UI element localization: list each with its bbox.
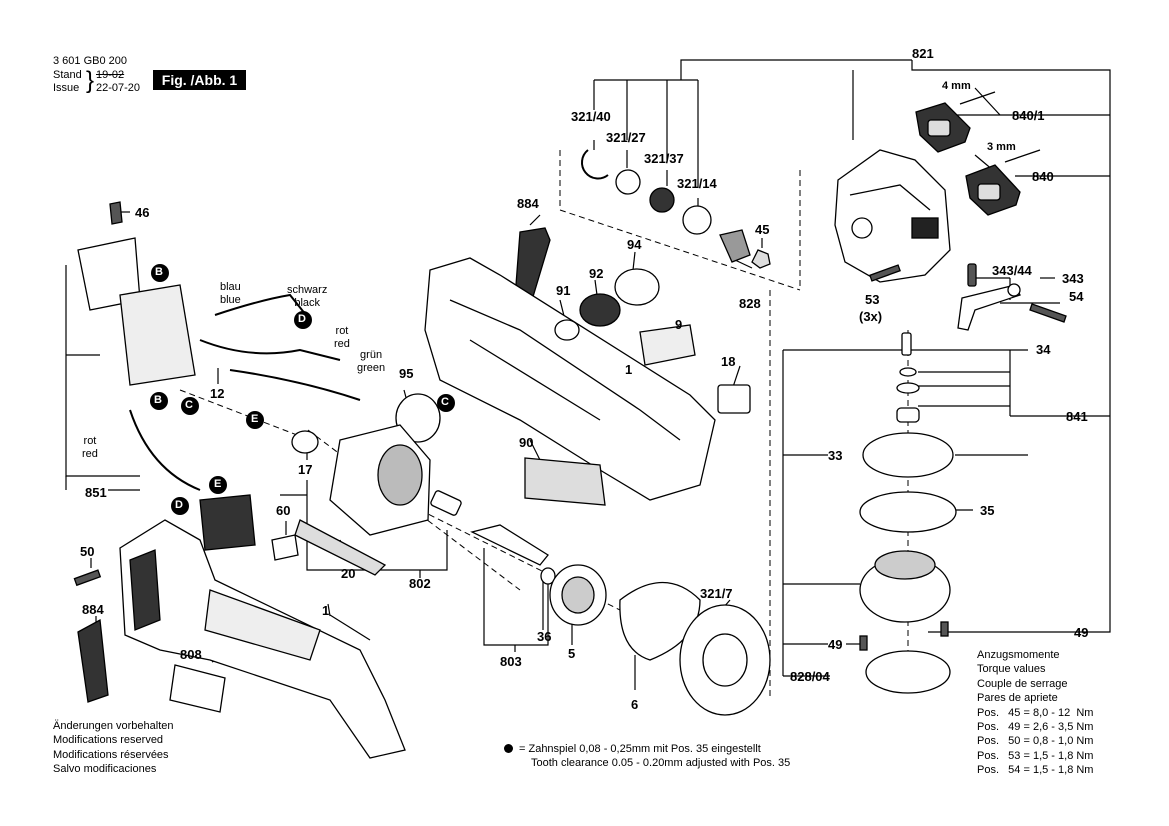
brace-glyph: } (86, 67, 95, 94)
callout-840-1: 840/1 (1012, 108, 1045, 123)
callout-45: 45 (755, 222, 770, 237)
callout-840: 840 (1032, 169, 1054, 184)
torque-title-es: Pares de apriete (977, 692, 1058, 705)
callout-33: 33 (828, 448, 843, 463)
callout-18: 18 (721, 354, 736, 369)
torque-row: Pos. 50 = 0,8 - 1,0 Nm (977, 735, 1094, 748)
callout-34: 34 (1036, 342, 1051, 357)
callout-91: 91 (556, 283, 571, 298)
torque-title-fr: Couple de serrage (977, 677, 1068, 690)
callout-828: 828 (739, 296, 761, 311)
callout-95: 95 (399, 366, 414, 381)
modifications-notice: Änderungen vorbehalten Modifications res… (53, 719, 173, 777)
bullet-dot-icon (504, 744, 513, 753)
torque-title-de: Anzugsmomente (977, 649, 1060, 661)
callout-20: 20 (341, 566, 356, 581)
connector-b-2: B (154, 394, 162, 406)
callout-36: 36 (537, 629, 552, 644)
callout-94: 94 (627, 237, 642, 252)
callout-343-44: 343/44 (992, 263, 1032, 278)
torque-row: Pos. 53 = 1,5 - 1,8 Nm (977, 749, 1094, 762)
torque-title-en: Torque values (977, 663, 1046, 676)
callout-851: 851 (85, 485, 107, 500)
connector-d-1: D (298, 313, 306, 325)
callout-53: 53 (865, 292, 880, 307)
callout-12: 12 (210, 386, 225, 401)
stand-value: 19-02 (96, 69, 125, 81)
notice-fr: Modifications réservées (53, 748, 169, 761)
issue-label: Issue (53, 82, 80, 94)
callout-802: 802 (409, 576, 431, 591)
callout-884-top: 884 (517, 196, 539, 211)
footnote-line-2: Tooth clearance 0.05 - 0.20mm adjusted w… (531, 757, 791, 770)
callout-321-7: 321/7 (700, 586, 733, 601)
callout-46: 46 (135, 205, 150, 220)
callout-9: 9 (675, 317, 683, 332)
callout-49-right: 49 (1074, 625, 1089, 640)
callout-803: 803 (500, 654, 522, 669)
connector-e-2: E (214, 478, 222, 490)
stand-label: Stand (53, 69, 82, 81)
callout-884-bottom: 884 (82, 602, 104, 617)
dim-3mm: 3 mm (987, 141, 1016, 153)
callout-828-04: 828/04 (790, 669, 830, 684)
callout-321-14: 321/14 (677, 176, 717, 191)
notice-de: Änderungen vorbehalten (53, 720, 174, 732)
callout-17: 17 (298, 462, 313, 477)
callout-321-40: 321/40 (571, 109, 611, 124)
callout-821: 821 (912, 46, 934, 61)
doc-number: 3 601 GB0 200 (53, 55, 128, 67)
torque-values-table: Anzugsmomente Torque values Couple de se… (977, 648, 1093, 778)
callout-35: 35 (980, 503, 995, 518)
callout-60: 60 (276, 503, 291, 518)
notice-en: Modifications reserved (53, 734, 164, 747)
connector-e-1: E (251, 413, 259, 425)
issue-value: 22-07-20 (96, 82, 141, 94)
torque-row: Pos. 45 = 8,0 - 12 Nm (977, 706, 1094, 719)
connector-c-2: C (441, 396, 449, 408)
connector-d-2: D (175, 499, 183, 511)
callout-808: 808 (180, 647, 202, 662)
callout-53-qty: (3x) (859, 309, 883, 324)
callout-343: 343 (1062, 271, 1084, 286)
callout-49-left: 49 (828, 637, 843, 652)
callout-321-37: 321/37 (644, 151, 684, 166)
callout-841: 841 (1066, 409, 1088, 424)
callout-6: 6 (631, 697, 639, 712)
callout-92: 92 (589, 266, 604, 281)
callout-90: 90 (519, 435, 534, 450)
figure-tag: Fig. /Abb. 1 (153, 70, 246, 90)
dim-4mm: 4 mm (942, 80, 971, 92)
callout-1-center: 1 (625, 362, 633, 377)
tooth-clearance-footnote: = Zahnspiel 0,08 - 0,25mm mit Pos. 35 ei… (504, 742, 790, 771)
callout-1-bottom: 1 (322, 603, 330, 618)
callout-54: 54 (1069, 289, 1084, 304)
callout-5: 5 (568, 646, 576, 661)
callout-50: 50 (80, 544, 95, 559)
torque-row: Pos. 49 = 2,6 - 3,5 Nm (977, 721, 1094, 734)
connector-b-1: B (155, 266, 163, 278)
footnote-line-1: = Zahnspiel 0,08 - 0,25mm mit Pos. 35 ei… (519, 743, 761, 755)
torque-row: Pos. 54 = 1,5 - 1,8 Nm (977, 764, 1094, 777)
callout-321-27: 321/27 (606, 130, 646, 145)
connector-c-1: C (185, 399, 193, 411)
notice-es: Salvo modificaciones (53, 763, 157, 776)
